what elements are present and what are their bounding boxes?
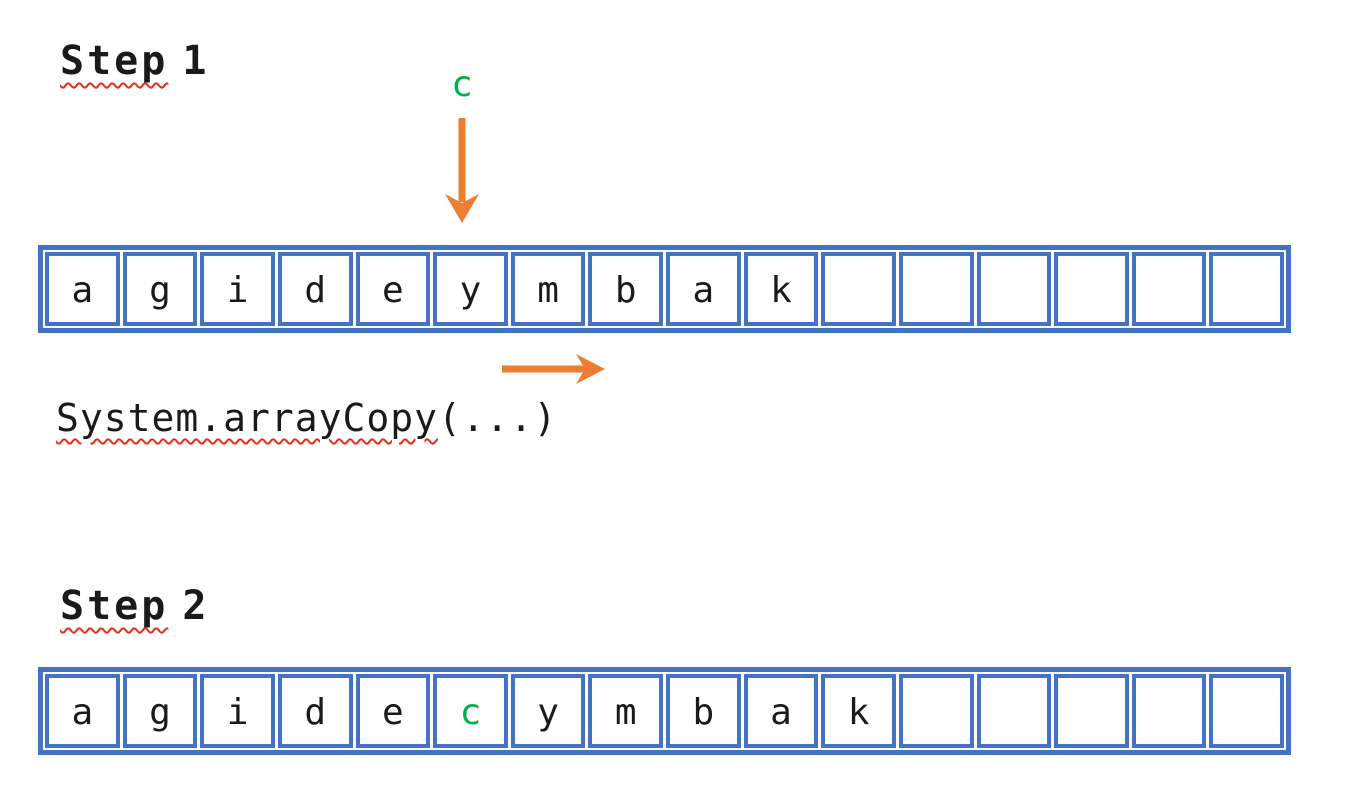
array-cell-letter: e (381, 692, 404, 733)
array-cell: b (588, 252, 663, 326)
step2-heading-number: 2 (182, 583, 210, 629)
array-cell-letter: b (692, 692, 715, 733)
array-cell (1131, 674, 1207, 748)
step2-heading: Step 2 (60, 583, 209, 629)
array-cell-letter: i (226, 270, 249, 311)
step1-heading-word: Step (60, 38, 169, 84)
array-cell: e (355, 252, 431, 326)
array-cell: a (743, 674, 819, 748)
arraycopy-code-text: System.arrayCopy(...) (56, 396, 557, 440)
array-cell (1209, 252, 1284, 326)
array-cell: c (433, 674, 508, 748)
array-cell-letter: a (71, 270, 94, 311)
array-cell (821, 252, 896, 326)
step2-heading-word: Step (60, 583, 169, 629)
array-cell-letter: d (304, 270, 327, 311)
array-cell: a (45, 674, 120, 748)
shift-right-arrow-icon (502, 354, 605, 384)
arraycopy-code-suffix: (...) (438, 396, 558, 440)
array-cell: y (510, 674, 586, 748)
array-cell: e (355, 674, 431, 748)
array-cell: y (433, 252, 508, 326)
array-cell (1054, 674, 1129, 748)
array-cell: i (200, 674, 275, 748)
array-cell-letter: m (614, 692, 637, 733)
array-cell: a (45, 252, 120, 326)
step1-heading-number: 1 (182, 38, 210, 84)
array-cell: k (743, 252, 819, 326)
array-cell-letter: y (537, 692, 559, 733)
insert-position-arrow-down-icon (445, 118, 479, 223)
array-cell: k (821, 674, 896, 748)
array-cell-letter: c (459, 692, 482, 733)
array-cell-letter: e (381, 270, 404, 311)
array-cell (1131, 252, 1207, 326)
array-cell (976, 252, 1052, 326)
array-cell: m (510, 252, 586, 326)
array-cell-letter: a (71, 692, 94, 733)
array-cell-letter: m (537, 270, 559, 311)
step1-heading: Step 1 (60, 38, 209, 84)
array-cell-letter: g (149, 692, 171, 733)
array-cell-letter: a (770, 692, 792, 733)
array-cell: m (588, 674, 663, 748)
array-cell-letter: d (304, 692, 327, 733)
array-row-step1: a g i d e y m b a k (38, 245, 1291, 333)
array-cell: a (666, 252, 741, 326)
array-cell: g (122, 674, 198, 748)
array-cell-letter: i (226, 692, 249, 733)
array-cell (898, 674, 974, 748)
array-cell-letter: b (614, 270, 637, 311)
array-cell-letter: a (692, 270, 715, 311)
array-cell (1209, 674, 1284, 748)
array-cell: b (666, 674, 741, 748)
array-cell-letter: y (459, 270, 482, 311)
array-cell-letter: k (770, 270, 792, 311)
array-row-step2: a g i d e c y m b a k (38, 667, 1291, 755)
array-cell (1054, 252, 1129, 326)
array-cell: d (277, 674, 353, 748)
array-cell: g (122, 252, 198, 326)
array-cell (898, 252, 974, 326)
array-cell: d (277, 252, 353, 326)
array-cell-letter: g (149, 270, 171, 311)
insert-value-label: c (451, 64, 473, 105)
array-cell (976, 674, 1052, 748)
array-cell-letter: k (847, 692, 870, 733)
arraycopy-code-underlined: System.arrayCopy (56, 396, 439, 440)
array-cell: i (200, 252, 275, 326)
